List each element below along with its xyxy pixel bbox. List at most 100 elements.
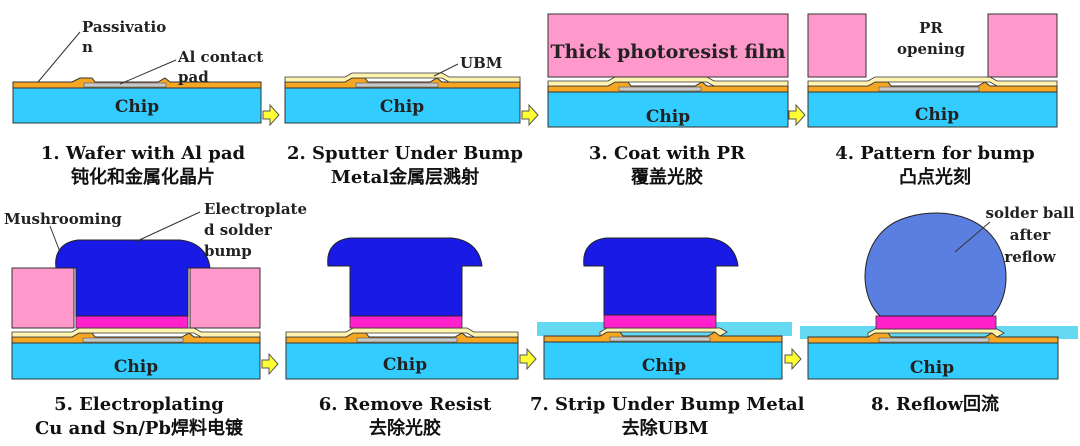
chip-8 bbox=[807, 342, 1059, 380]
copper-6 bbox=[349, 315, 463, 329]
step-1-subtitle: 钝化和金属化晶片 bbox=[71, 167, 215, 188]
pr-opening-label-a: PR bbox=[919, 19, 943, 37]
step-8-title: 8. Reflow回流 bbox=[870, 394, 1000, 415]
copper-5 bbox=[75, 315, 189, 329]
al-pad-7 bbox=[609, 336, 711, 342]
copper-7 bbox=[603, 314, 717, 329]
photoresist-left-5 bbox=[11, 267, 75, 329]
solder-bump-7 bbox=[583, 237, 739, 316]
step-5-subtitle: Cu and Sn/Pb焊料电镀 bbox=[34, 418, 244, 439]
al-pad-label-b: pad bbox=[178, 68, 209, 86]
step-3-title: 3. Coat with PR bbox=[588, 143, 746, 164]
electroplated-label-c: bump bbox=[204, 242, 252, 260]
al-pad-1 bbox=[83, 82, 167, 88]
photoresist-right-5 bbox=[189, 267, 261, 329]
al-pad-label-a: Al contact bbox=[177, 48, 263, 66]
passivation-leader bbox=[37, 31, 81, 83]
ubm-3 bbox=[547, 76, 789, 87]
caption-step-5: 5. Electroplating Cu and Sn/Pb焊料电镀 bbox=[4, 393, 274, 441]
caption-step-4: 4. Pattern for bump 凸点光刻 bbox=[800, 142, 1070, 190]
al-pad-2 bbox=[355, 82, 439, 88]
caption-step-1: 1. Wafer with Al pad 钝化和金属化晶片 bbox=[8, 142, 278, 190]
step-6-subtitle: 去除光胶 bbox=[369, 418, 441, 439]
chip-label-4: Chip bbox=[915, 105, 959, 125]
solder-bump-5 bbox=[55, 239, 211, 317]
panel-3: Thick photoresist film Chip bbox=[547, 13, 806, 128]
caption-step-2: 2. Sputter Under Bump Metal金属层溅射 bbox=[270, 142, 540, 190]
solder-ball-label-b: after bbox=[1010, 226, 1052, 244]
chip-3 bbox=[547, 91, 789, 128]
solder-ball-label-c: reflow bbox=[1004, 248, 1056, 266]
chip-5 bbox=[11, 342, 261, 380]
step-2-title: 2. Sputter Under Bump bbox=[286, 143, 524, 164]
panel-4: PR opening Chip bbox=[807, 13, 1058, 128]
solder-ball-leader bbox=[954, 221, 991, 253]
arrow-2 bbox=[521, 103, 539, 127]
arrow-6 bbox=[519, 347, 537, 371]
ubm-4 bbox=[807, 76, 1058, 87]
photoresist-left-4 bbox=[807, 13, 867, 78]
al-pad-4 bbox=[878, 86, 980, 92]
chip-label-1: Chip bbox=[115, 97, 159, 117]
arrow-1 bbox=[262, 103, 280, 127]
step-2-subtitle: Metal金属层溅射 bbox=[330, 167, 480, 188]
photoresist-3 bbox=[547, 13, 789, 78]
al-pad-6 bbox=[356, 337, 458, 343]
ubm-label: UBM bbox=[460, 54, 502, 72]
chip-2 bbox=[284, 87, 521, 124]
al-pad-8 bbox=[878, 337, 990, 343]
solder-ball-8 bbox=[864, 212, 1007, 317]
chip-label-5: Chip bbox=[114, 357, 158, 377]
ubm-leader bbox=[433, 63, 459, 77]
arrow-3 bbox=[788, 103, 806, 127]
panel-5: Mushrooming Electroplate d solder bump C… bbox=[4, 200, 307, 380]
photoresist-right-4 bbox=[987, 13, 1058, 78]
step-7-subtitle: 去除UBM bbox=[621, 418, 709, 439]
mushrooming-label: Mushrooming bbox=[4, 210, 122, 228]
caption-step-3: 3. Coat with PR 覆盖光胶 bbox=[532, 142, 802, 190]
electroplated-label-a: Electroplate bbox=[204, 200, 307, 218]
chip-label-7: Chip bbox=[642, 356, 686, 376]
chip-label-8: Chip bbox=[910, 358, 954, 378]
panel-7: Chip bbox=[537, 237, 802, 380]
passivation-label-a: Passivatio bbox=[82, 18, 166, 36]
ubm-2 bbox=[284, 72, 521, 83]
panel-8: solder ball after reflow Chip bbox=[800, 204, 1078, 380]
solder-bump-6 bbox=[327, 237, 483, 317]
step-6-title: 6. Remove Resist bbox=[318, 394, 492, 415]
step-5-title: 5. Electroplating bbox=[54, 394, 224, 415]
chip-7 bbox=[543, 341, 783, 380]
chip-1 bbox=[12, 87, 262, 124]
pr-opening-label-b: opening bbox=[897, 40, 966, 58]
ubm-5 bbox=[11, 327, 261, 338]
step-3-subtitle: 覆盖光胶 bbox=[631, 167, 703, 188]
step-4-title: 4. Pattern for bump bbox=[835, 143, 1035, 164]
mushrooming-leader bbox=[49, 225, 61, 253]
caption-step-7: 7. Strip Under Bump Metal 去除UBM bbox=[530, 393, 805, 441]
caption-step-6: 6. Remove Resist 去除光胶 bbox=[270, 393, 540, 441]
step-7-title: 7. Strip Under Bump Metal bbox=[530, 394, 805, 415]
electroplated-label-b: d solder bbox=[204, 221, 273, 239]
copper-8 bbox=[875, 315, 997, 330]
solder-ball-label-a: solder ball bbox=[986, 204, 1075, 222]
chip-4 bbox=[807, 91, 1058, 128]
chip-6 bbox=[285, 342, 519, 380]
chip-label-2: Chip bbox=[380, 97, 424, 117]
passivation-label-b: n bbox=[82, 38, 93, 56]
arrow-5 bbox=[261, 352, 279, 376]
al-pad-5 bbox=[82, 337, 184, 343]
electroplated-leader bbox=[134, 211, 201, 243]
photoresist-label: Thick photoresist film bbox=[551, 41, 786, 63]
caption-step-8: 8. Reflow回流 bbox=[800, 393, 1070, 417]
al-pad-leader bbox=[119, 59, 177, 85]
chip-label-3: Chip bbox=[646, 107, 690, 127]
panel-6: Chip bbox=[285, 237, 537, 380]
panel-1: Chip Passivatio n Al contact pad bbox=[12, 18, 280, 127]
panel-2: Chip UBM bbox=[284, 54, 539, 127]
arrow-7 bbox=[784, 347, 802, 371]
step-1-title: 1. Wafer with Al pad bbox=[40, 143, 246, 164]
step-4-subtitle: 凸点光刻 bbox=[899, 167, 971, 188]
ubm-6 bbox=[285, 327, 519, 338]
chip-label-6: Chip bbox=[383, 355, 427, 375]
